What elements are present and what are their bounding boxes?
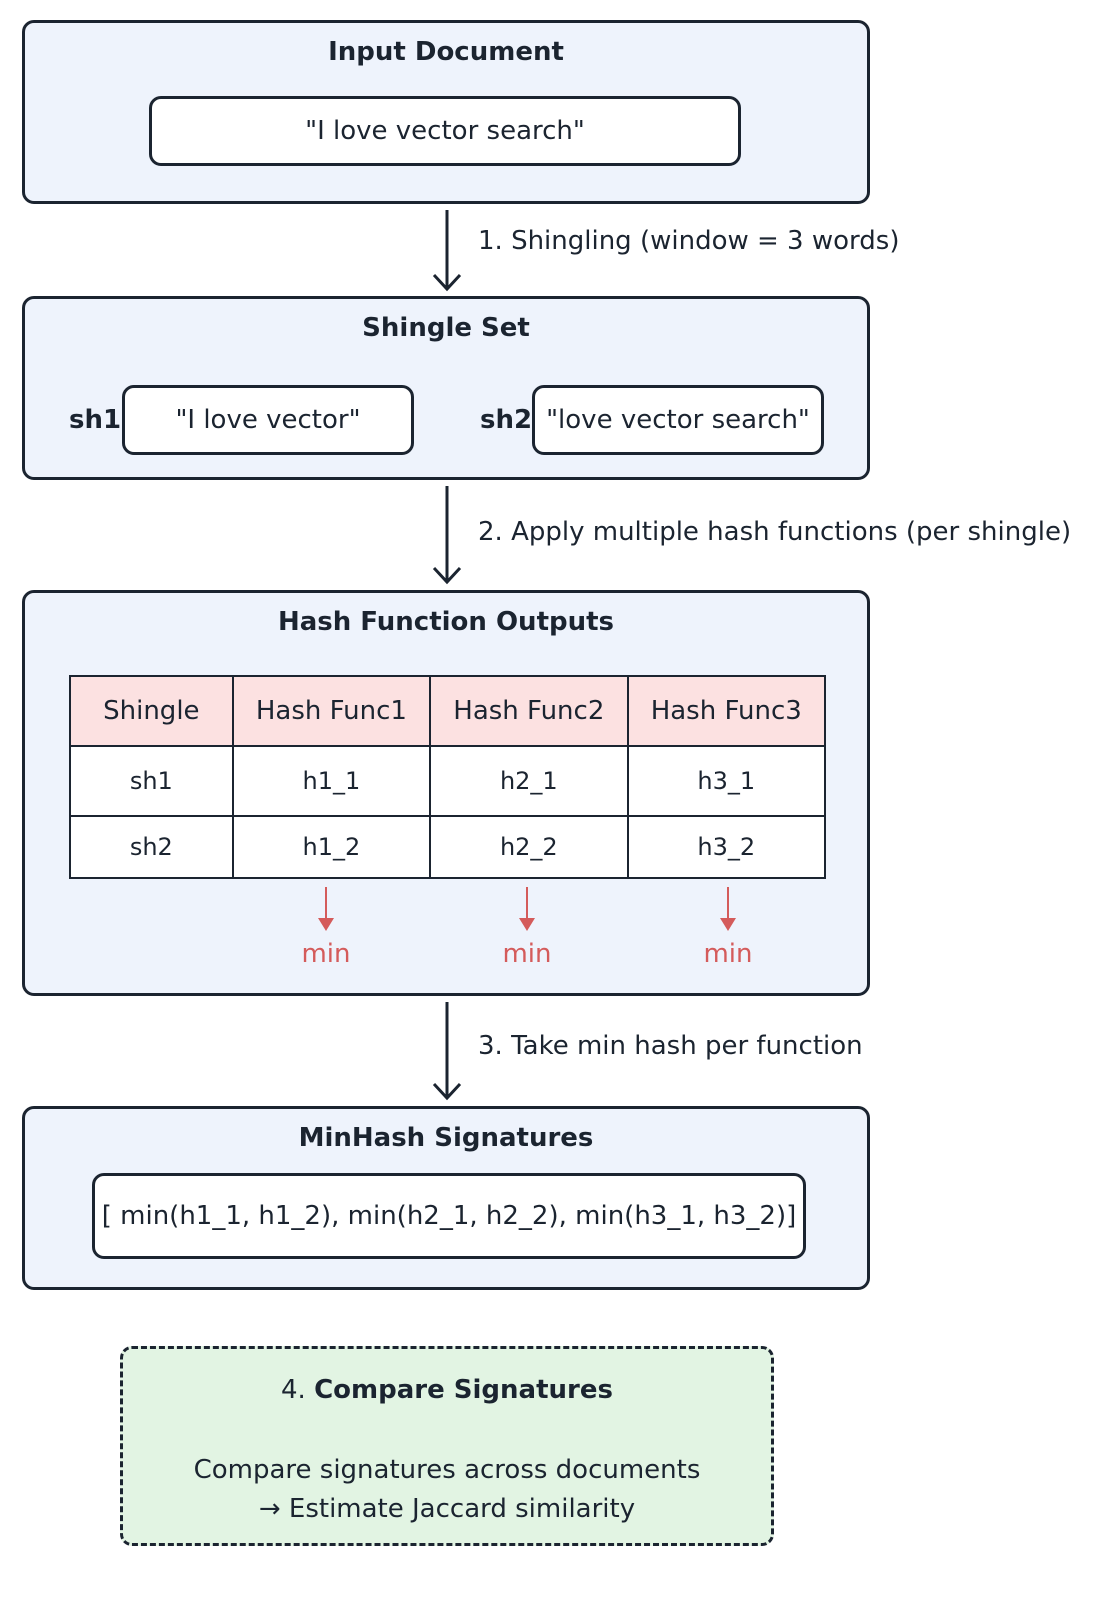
arrow-down-red-icon [318,887,334,931]
compare-signatures-box: 4. Compare Signatures Compare signatures… [120,1346,774,1546]
hash-outputs-panel: Hash Function Outputs Shingle Hash Func1… [22,590,870,996]
compare-step-number: 4. [281,1375,306,1405]
table-cell: h2_1 [429,745,629,817]
min-indicator: min [688,887,768,969]
table-cell: h3_2 [626,815,827,879]
table-row: sh2 h1_2 h2_2 h3_2 [69,815,827,879]
table-cell: h3_1 [626,745,827,817]
column-header: Hash Func1 [231,675,432,747]
input-document-panel: Input Document "I love vector search" [22,20,870,204]
compare-title: 4. Compare Signatures [123,1375,771,1405]
arrow-down-icon [432,210,462,292]
min-indicator: min [487,887,567,969]
compare-line2: → Estimate Jaccard similarity [258,1494,636,1524]
min-label: min [703,939,753,969]
table-cell: h2_2 [429,815,629,879]
step2-label: 2. Apply multiple hash functions (per sh… [478,517,1072,547]
min-indicator: min [286,887,366,969]
hash-table: Shingle Hash Func1 Hash Func2 Hash Func3… [69,675,827,879]
shingle-set-panel: Shingle Set sh1 "I love vector" sh2 "lov… [22,296,870,480]
arrow-down-red-icon [519,887,535,931]
compare-line1: Compare signatures across documents [193,1455,701,1485]
shingle-id-label: sh1 [69,405,122,435]
arrow-down-red-icon [720,887,736,931]
input-document-text: "I love vector search" [149,96,741,166]
shingle-set-title: Shingle Set [362,313,530,343]
shingle-box: "I love vector" [122,385,414,455]
table-row: sh1 h1_1 h2_1 h3_1 [69,745,827,817]
table-cell: sh1 [69,745,234,817]
shingle-box: "love vector search" [532,385,824,455]
hash-outputs-title: Hash Function Outputs [277,607,615,637]
compare-description: Compare signatures across documents → Es… [123,1451,771,1529]
signature-value-box: [ min(h1_1, h1_2), min(h2_1, h2_2), min(… [92,1173,806,1259]
min-label: min [301,939,351,969]
min-label: min [502,939,552,969]
column-header: Shingle [69,675,234,747]
compare-step-title: Compare Signatures [314,1375,613,1405]
step1-label: 1. Shingling (window = 3 words) [478,226,900,256]
minhash-signatures-panel: MinHash Signatures [ min(h1_1, h1_2), mi… [22,1106,870,1290]
input-document-title: Input Document [328,37,564,67]
column-header: Hash Func2 [429,675,629,747]
table-cell: h1_1 [231,745,432,817]
minhash-signatures-title: MinHash Signatures [298,1123,594,1153]
step3-label: 3. Take min hash per function [478,1031,863,1061]
column-header: Hash Func3 [626,675,827,747]
table-cell: h1_2 [231,815,432,879]
table-cell: sh2 [69,815,234,879]
arrow-down-icon [432,486,462,585]
table-header-row: Shingle Hash Func1 Hash Func2 Hash Func3 [69,675,827,747]
shingle-id-label: sh2 [480,405,533,435]
arrow-down-icon [432,1002,462,1101]
